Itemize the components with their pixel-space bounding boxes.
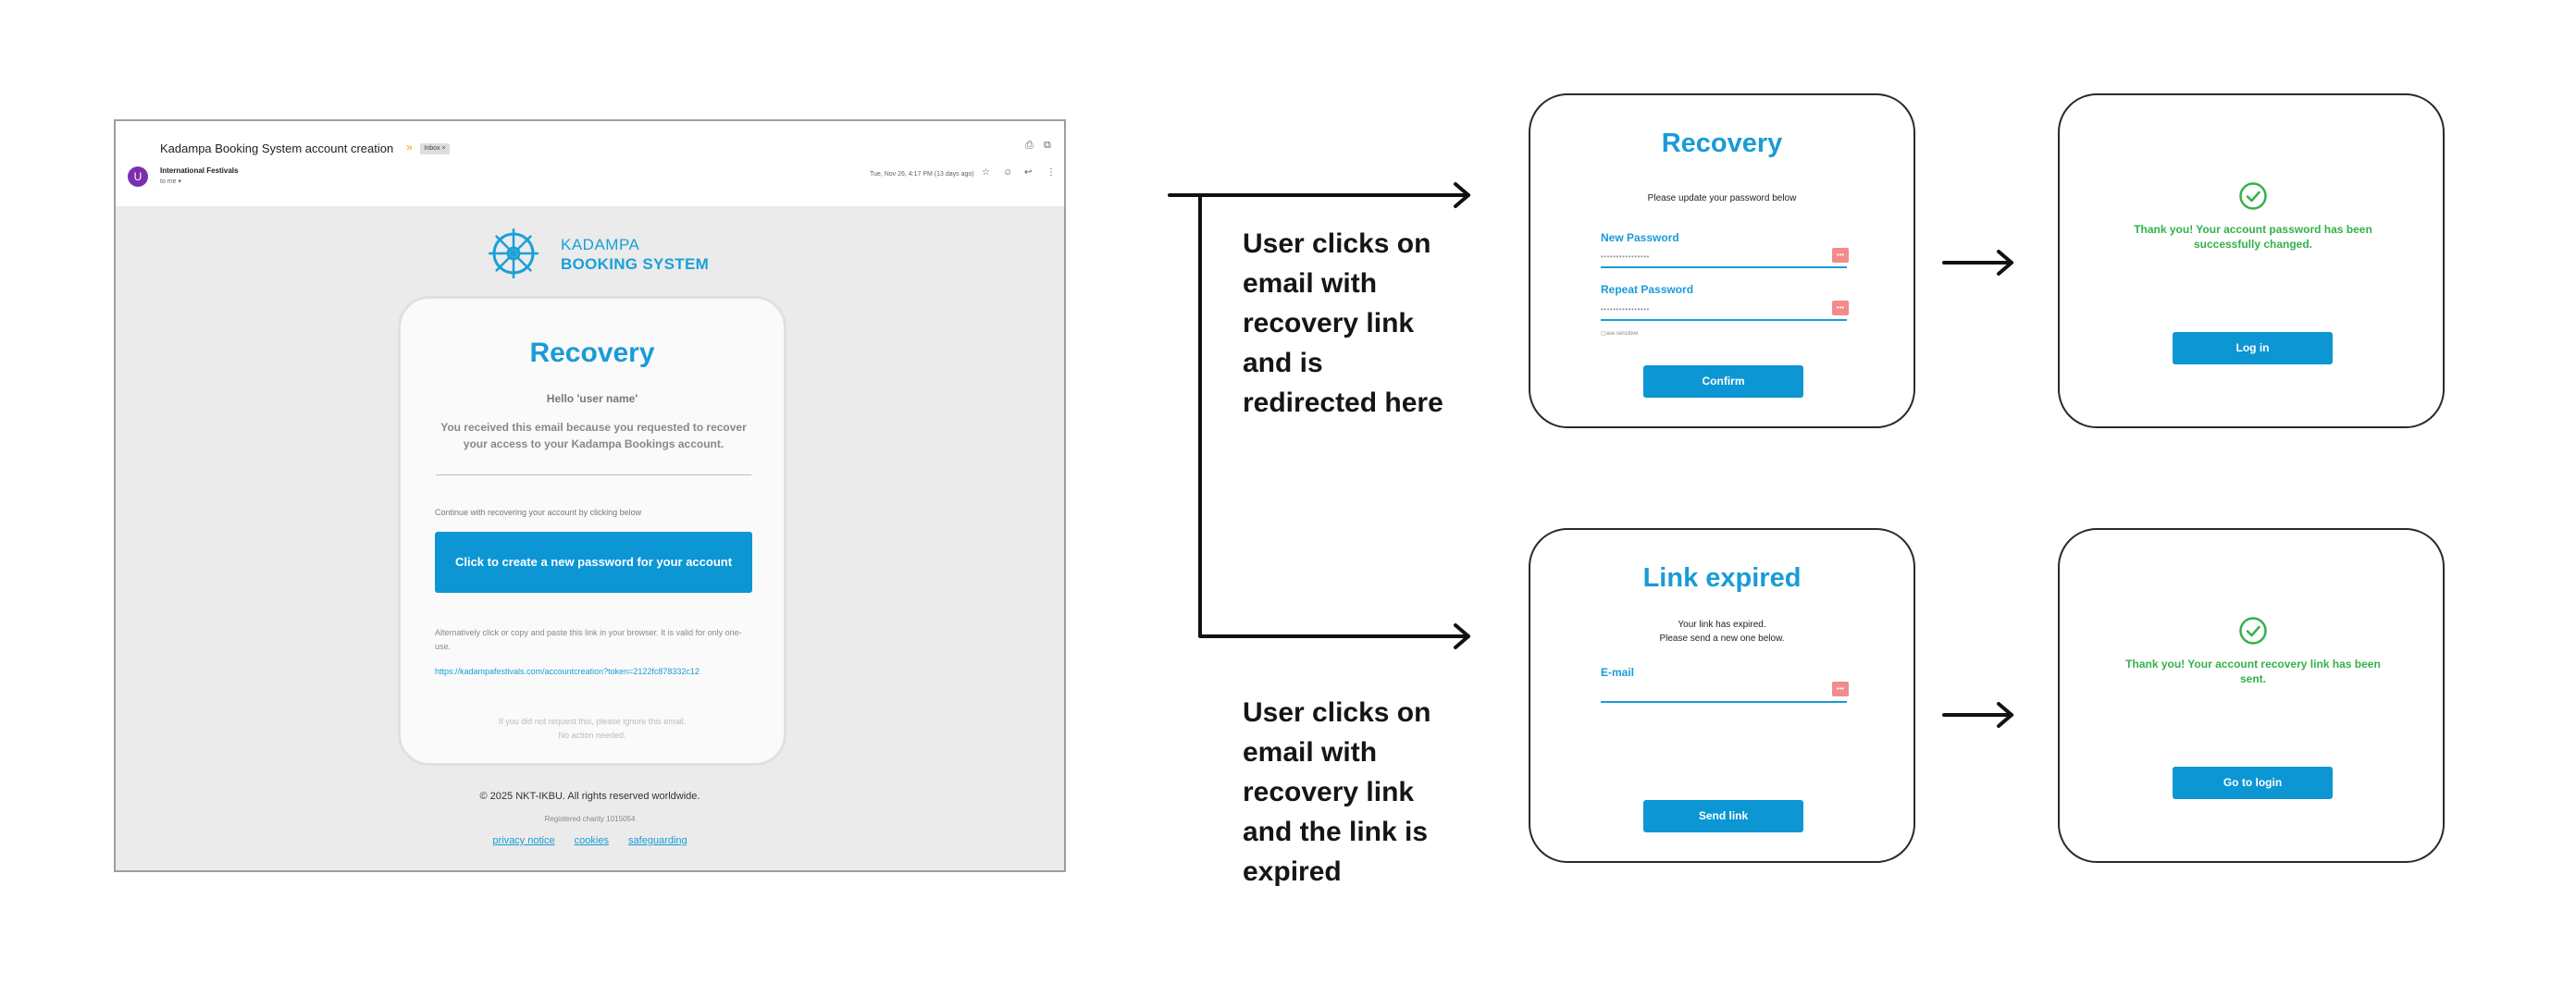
confirm-button[interactable]: Confirm	[1643, 365, 1803, 398]
reason-text: You received this email because you requ…	[440, 421, 747, 450]
caption-line: and the link is	[1243, 817, 1429, 847]
ignore-note: If you did not request this, please igno…	[401, 715, 784, 743]
caption-expired: User clicks on email with recovery link …	[1243, 693, 1520, 892]
star-icon[interactable]: ☆	[982, 167, 990, 178]
success-check-icon	[2239, 617, 2267, 645]
link-expired-panel: Link expired Your link has expired. Plea…	[1529, 528, 1915, 863]
repeat-password-underline	[1601, 319, 1847, 321]
safeguarding-link[interactable]: safeguarding	[628, 835, 687, 846]
expired-subtitle-line1: Your link has expired.	[1678, 620, 1766, 630]
ignore-note-line1: If you did not request this, please igno…	[498, 717, 687, 726]
caption-line: User clicks on	[1243, 697, 1431, 728]
recovery-subtitle: Please update your password below	[1647, 193, 1797, 203]
print-icon[interactable]: ⎙	[1025, 140, 1034, 151]
dharma-wheel-logo-icon	[489, 228, 539, 278]
expired-subtitle: Your link has expired. Please send a new…	[1530, 618, 1913, 646]
alternative-text: Alternatively click or copy and paste th…	[435, 628, 742, 651]
caption-line: email with	[1243, 737, 1378, 768]
inbox-label-chip[interactable]: Inbox ×	[420, 143, 450, 154]
caption-redirected: User clicks on email with recovery link …	[1243, 224, 1520, 423]
charity-number: Registered charity 1015054	[544, 815, 636, 823]
caption-line: expired	[1243, 856, 1342, 887]
continue-text: Continue with recovering your account by…	[435, 508, 642, 517]
cookies-link[interactable]: cookies	[574, 835, 609, 846]
email-date: Tue, Nov 26, 4:17 PM (13 days ago)	[870, 171, 974, 178]
brand-subtitle: BOOKING SYSTEM	[561, 255, 710, 273]
password-toggle-icon[interactable]: •••	[1832, 248, 1849, 263]
new-password-underline	[1601, 266, 1847, 268]
new-password-field[interactable]: ••••••••••••••••	[1601, 252, 1650, 261]
expired-subtitle-line2: Please send a new one below.	[1659, 634, 1785, 644]
importance-icon[interactable]: »	[406, 141, 413, 154]
email-subject: Kadampa Booking System account creation	[160, 142, 394, 155]
email-label: E-mail	[1601, 666, 1635, 679]
log-in-button[interactable]: Log in	[2173, 332, 2333, 364]
link-sent-panel: Thank you! Your account recovery link ha…	[2058, 528, 2445, 863]
sender-name[interactable]: International Festivals	[160, 166, 239, 175]
more-options-icon[interactable]: ⋮	[1046, 167, 1056, 178]
caption-line: User clicks on	[1243, 228, 1431, 259]
greeting: Hello 'user name'	[546, 392, 638, 405]
recovery-panel: Recovery Please update your password bel…	[1529, 93, 1915, 428]
caption-line: recovery link	[1243, 308, 1415, 338]
create-password-button[interactable]: Click to create a new password for your …	[435, 532, 752, 593]
go-to-login-button[interactable]: Go to login	[2173, 767, 2333, 799]
recovery-title: Recovery	[1661, 129, 1783, 158]
email-recovery-card: Recovery Hello 'user name' You received …	[398, 296, 786, 766]
caption-line: and is	[1243, 348, 1323, 378]
expired-title: Link expired	[1642, 563, 1802, 593]
privacy-notice-link[interactable]: privacy notice	[492, 835, 555, 846]
repeat-password-label: Repeat Password	[1601, 283, 1694, 296]
email-field-icon[interactable]: •••	[1832, 682, 1849, 696]
caption-line: recovery link	[1243, 777, 1415, 807]
success-check-icon	[2239, 182, 2267, 210]
emoji-icon[interactable]: ☺	[1003, 167, 1013, 178]
email-window: Kadampa Booking System account creation …	[114, 119, 1066, 872]
new-password-label: New Password	[1601, 231, 1679, 244]
reply-icon[interactable]: ↩	[1024, 167, 1033, 178]
password-changed-panel: Thank you! Your account password has bee…	[2058, 93, 2445, 428]
caption-line: email with	[1243, 268, 1378, 299]
avatar: U	[128, 166, 148, 187]
case-sensitive-note: ▢ase sensitive	[1601, 331, 1639, 337]
copyright: © 2025 NKT-IKBU. All rights reserved wor…	[479, 791, 700, 802]
password-toggle-icon[interactable]: •••	[1832, 301, 1849, 315]
caption-line: redirected here	[1243, 388, 1443, 418]
repeat-password-field[interactable]: ••••••••••••••••	[1601, 305, 1650, 314]
email-field[interactable]	[1601, 701, 1847, 703]
brand-name: KADAMPA	[561, 236, 640, 253]
arrow-to-expired	[1198, 193, 1470, 638]
recipient-toggle[interactable]: to me ▾	[160, 178, 181, 185]
email-body: KADAMPA BOOKING SYSTEM Recovery Hello 'u…	[116, 206, 1064, 870]
password-changed-message: Thank you! Your account password has bee…	[2134, 223, 2372, 251]
send-link-button[interactable]: Send link	[1643, 800, 1803, 832]
ignore-note-line2: No action needed.	[558, 731, 626, 740]
divider	[436, 474, 751, 475]
link-sent-message: Thank you! Your account recovery link ha…	[2125, 658, 2381, 685]
footer-links: privacy notice cookies safeguarding	[116, 835, 1064, 846]
recovery-link[interactable]: https://kadampafestivals.com/accountcrea…	[435, 667, 700, 676]
email-header: Kadampa Booking System account creation …	[116, 121, 1064, 206]
card-title: Recovery	[529, 338, 655, 368]
open-new-window-icon[interactable]: ⧉	[1044, 140, 1051, 151]
